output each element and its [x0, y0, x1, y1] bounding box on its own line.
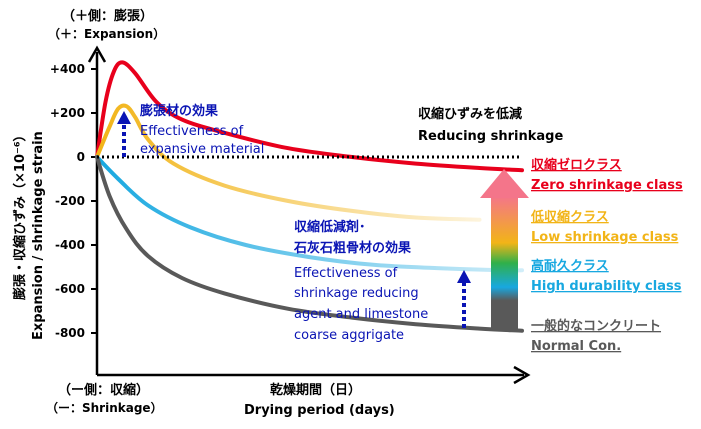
sra-effect-en-4: coarse aggrigate: [294, 328, 404, 343]
sra-effect-en-2: shrinkage reducing: [294, 286, 419, 301]
improvement-arrow-head: [480, 169, 529, 198]
y-tick-label: -600: [55, 282, 85, 296]
legend-normal-jp: 一般的なコンクリート: [531, 318, 661, 334]
expansion-effect-en-2: expansive material: [140, 142, 264, 157]
expansion-effect-en-1: Effectiveness of: [140, 124, 244, 139]
improvement-arrow: [480, 169, 529, 330]
sra-effect-jp-1: 収縮低減剤･: [294, 219, 366, 235]
y-axis-arrowhead: [87, 45, 107, 63]
y-tick-label: +400: [50, 62, 85, 76]
expansion-arrow: [117, 111, 131, 157]
legend-low-jp: 低収縮クラス: [530, 209, 609, 225]
plus-side-label-en: （＋：Expansion）: [48, 26, 165, 41]
y-tick-label: +200: [50, 106, 85, 120]
sra-effect-en-1: Effectiveness of: [294, 266, 398, 281]
minus-side-label-jp: （ー側：収縮）: [58, 382, 149, 398]
y-tick-label: -800: [55, 326, 85, 340]
axes: [87, 45, 531, 385]
expansion-arrow-head: [117, 111, 131, 124]
expansion-effect-jp: 膨張材の効果: [139, 103, 218, 119]
legend-high-en: High durability class: [531, 279, 682, 294]
improvement-arrow-shaft: [491, 196, 518, 330]
y-axis-title-en: Expansion / shrinkage strain: [31, 131, 46, 340]
legend-zero-en: Zero shrinkage class: [531, 178, 683, 193]
y-tick-label: -400: [55, 238, 85, 252]
minus-side-label-en: （ー：Shrinkage）: [46, 400, 163, 415]
y-axis-title-jp: 膨張・収縮ひずみ（×10⁻⁶）: [12, 128, 28, 301]
y-ticks: +400 +200 0 -200 -400 -600 -800: [50, 62, 97, 340]
y-tick-label: 0: [77, 150, 85, 164]
legend-high-jp: 高耐久クラス: [531, 258, 609, 274]
sra-arrow: [457, 270, 471, 328]
legend-zero-jp: 収縮ゼロクラス: [531, 157, 622, 173]
reduce-shrinkage-en: Reducing shrinkage: [418, 129, 563, 144]
sra-arrow-head: [457, 270, 471, 283]
legend-normal-en: Normal Con.: [531, 339, 621, 354]
x-axis-arrowhead: [513, 365, 531, 385]
y-tick-label: -200: [55, 194, 85, 208]
series-line-normal: [95, 155, 524, 333]
series-line-high: [95, 155, 524, 273]
sra-effect-jp-2: 石灰石粗骨材の効果: [293, 240, 411, 256]
x-axis-title-en: Drying period (days): [244, 403, 395, 418]
plus-side-label-jp: （＋側：膨張）: [62, 8, 153, 24]
legend: 収縮ゼロクラス Zero shrinkage class 低収縮クラス Low shr…: [530, 157, 683, 354]
series-line-zero: [95, 60, 524, 173]
sra-effect-en-3: agent and limestone: [294, 307, 428, 322]
reduce-shrinkage-jp: 収縮ひずみを低減: [418, 106, 522, 122]
legend-low-en: Low shrinkage class: [531, 230, 679, 245]
x-axis-title-jp: 乾燥期間（日）: [270, 382, 361, 398]
